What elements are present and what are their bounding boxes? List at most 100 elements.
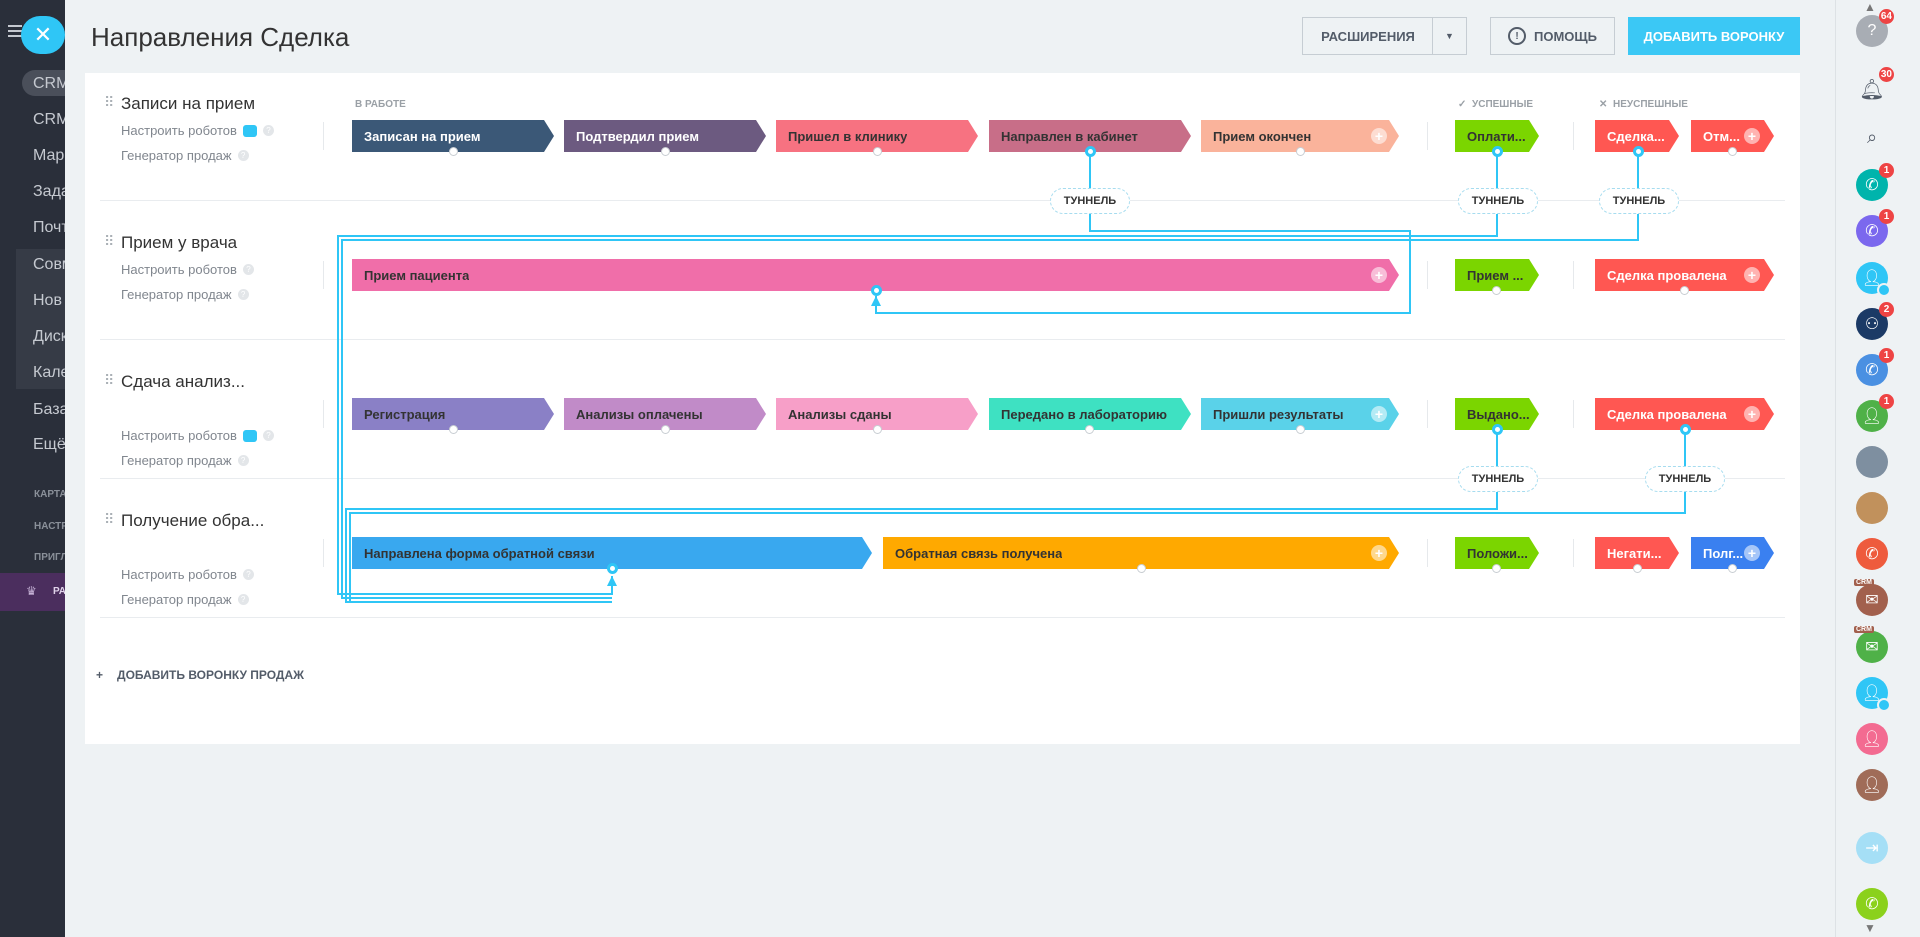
chat-viber-icon[interactable]: ✆1 xyxy=(1856,209,1894,247)
sidebar-item-disk[interactable]: Диск xyxy=(33,328,65,345)
stage-connector-dot[interactable] xyxy=(661,425,670,434)
sidebar-item-crm-2[interactable]: CRM xyxy=(33,111,65,128)
funnel-generator-link[interactable]: Генератор продаж? xyxy=(121,148,249,163)
chat-phone-blue-icon[interactable]: ✆1 xyxy=(1856,348,1894,386)
sidebar-item-sovm[interactable]: Совм xyxy=(33,256,65,273)
help-icon[interactable]: ?64 xyxy=(1856,9,1894,47)
stage[interactable]: Анализы сданы xyxy=(776,398,978,430)
avatar[interactable] xyxy=(1856,446,1888,478)
stage[interactable]: Подтвердил прием xyxy=(564,120,766,152)
add-stage-icon[interactable]: + xyxy=(1744,267,1760,283)
stage-connector-dot[interactable] xyxy=(1492,286,1501,295)
stage-connector-dot[interactable] xyxy=(873,147,882,156)
drag-handle-icon[interactable]: ⠿ xyxy=(104,94,114,110)
funnel-robots-link[interactable]: Настроить роботов? xyxy=(121,428,274,443)
crm-chat-icon[interactable]: ✉CRM xyxy=(1854,579,1888,616)
scroll-down-icon[interactable]: ▼ xyxy=(1864,921,1876,935)
stage-connector-dot[interactable] xyxy=(873,425,882,434)
drag-handle-icon[interactable]: ⠿ xyxy=(104,233,114,249)
stage-connector-dot[interactable] xyxy=(1492,564,1501,573)
funnel-title[interactable]: Прием у врача xyxy=(121,233,238,252)
sidebar-item-more[interactable]: Ещё xyxy=(33,436,65,453)
chat-user-icon[interactable]: 👤︎ xyxy=(1856,677,1891,712)
stage[interactable]: Пришли результаты+ xyxy=(1201,398,1399,430)
chat-phone-red-icon[interactable]: ✆ xyxy=(1856,538,1888,570)
chat-phone-icon[interactable]: ✆1 xyxy=(1856,163,1894,201)
add-stage-icon[interactable]: + xyxy=(1744,545,1760,561)
stage-connector-dot-active[interactable] xyxy=(1085,146,1096,157)
help-question-icon[interactable]: ? xyxy=(237,150,249,161)
funnel-robots-link[interactable]: Настроить роботов? xyxy=(121,567,254,582)
stage-connector-dot[interactable] xyxy=(449,147,458,156)
chat-group-icon[interactable]: ⚇2 xyxy=(1856,302,1894,340)
close-slider-button[interactable]: ✕ xyxy=(21,16,65,54)
help-question-icon[interactable]: ? xyxy=(237,594,249,605)
chat-user-pink-icon[interactable]: 👤︎ xyxy=(1856,723,1888,755)
tunnel-badge[interactable]: ТУННЕЛЬ xyxy=(1458,466,1538,492)
stage-connector-dot[interactable] xyxy=(1633,564,1642,573)
stage[interactable]: Обратная связь получена+ xyxy=(883,537,1399,569)
funnel-generator-link[interactable]: Генератор продаж? xyxy=(121,453,249,468)
sidebar-small-map[interactable]: КАРТА xyxy=(34,489,65,500)
fail-stage[interactable]: Отм...+ xyxy=(1691,120,1774,152)
stage[interactable]: Анализы оплачены xyxy=(564,398,766,430)
tunnel-badge[interactable]: ТУННЕЛЬ xyxy=(1050,188,1130,214)
funnel-title[interactable]: Сдача анализ... xyxy=(121,372,245,391)
add-sales-funnel-link[interactable]: + ДОБАВИТЬ ВОРОНКУ ПРОДАЖ xyxy=(96,668,304,682)
chat-user-brown-icon[interactable]: 👤︎ xyxy=(1856,769,1888,801)
sidebar-item-base[interactable]: База xyxy=(33,401,65,418)
sidebar-item-news[interactable]: Нов xyxy=(33,292,62,309)
success-stage[interactable]: Прием ... xyxy=(1455,259,1539,291)
search-icon[interactable]: ⌕ xyxy=(1866,126,1878,147)
chat-user-icon[interactable]: 👤︎ xyxy=(1856,262,1891,297)
screen-share-icon[interactable]: ⇥ xyxy=(1856,832,1888,864)
stage-connector-dot[interactable] xyxy=(1728,147,1737,156)
help-question-icon[interactable]: ? xyxy=(242,264,254,275)
funnel-title[interactable]: Получение обра... xyxy=(121,511,265,530)
help-button[interactable]: ! ПОМОЩЬ xyxy=(1490,17,1615,55)
fail-stage[interactable]: Негати... xyxy=(1595,537,1679,569)
success-stage[interactable]: Положи... xyxy=(1455,537,1539,569)
tunnel-badge[interactable]: ТУННЕЛЬ xyxy=(1599,188,1679,214)
help-question-icon[interactable]: ? xyxy=(242,569,254,580)
help-question-icon[interactable]: ? xyxy=(237,455,249,466)
add-funnel-button[interactable]: ДОБАВИТЬ ВОРОНКУ xyxy=(1628,17,1800,55)
stage-connector-dot-active[interactable] xyxy=(1633,146,1644,157)
stage-connector-dot[interactable] xyxy=(661,147,670,156)
stage[interactable]: Записан на прием xyxy=(352,120,554,152)
add-stage-icon[interactable]: + xyxy=(1744,406,1760,422)
crm-chat-green-icon[interactable]: ✉CRM xyxy=(1854,626,1888,663)
help-question-icon[interactable]: ? xyxy=(262,430,274,441)
sidebar-item-crm[interactable]: CRM xyxy=(33,75,65,92)
add-stage-icon[interactable]: + xyxy=(1744,128,1760,144)
stage-connector-dot[interactable] xyxy=(1296,425,1305,434)
stage[interactable]: Прием окончен+ xyxy=(1201,120,1399,152)
sidebar-item-calendar[interactable]: Кале xyxy=(33,364,65,381)
funnel-robots-link[interactable]: Настроить роботов? xyxy=(121,123,274,138)
fail-stage[interactable]: Сделка провалена+ xyxy=(1595,259,1774,291)
stage[interactable]: Регистрация xyxy=(352,398,554,430)
stage-connector-dot[interactable] xyxy=(1085,425,1094,434)
stage-connector-dot-active[interactable] xyxy=(871,285,882,296)
add-stage-icon[interactable]: + xyxy=(1371,267,1387,283)
menu-icon[interactable] xyxy=(8,25,22,27)
drag-handle-icon[interactable]: ⠿ xyxy=(104,511,114,527)
funnel-generator-link[interactable]: Генератор продаж? xyxy=(121,592,249,607)
stage-connector-dot[interactable] xyxy=(1728,564,1737,573)
add-stage-icon[interactable]: + xyxy=(1371,128,1387,144)
tunnel-badge[interactable]: ТУННЕЛЬ xyxy=(1458,188,1538,214)
stage-connector-dot[interactable] xyxy=(449,425,458,434)
sidebar-item-mail[interactable]: Почт xyxy=(33,219,65,236)
stage-connector-dot[interactable] xyxy=(1680,286,1689,295)
stage-connector-dot-active[interactable] xyxy=(1680,424,1691,435)
extensions-button[interactable]: РАСШИРЕНИЯ xyxy=(1302,17,1433,55)
funnel-generator-link[interactable]: Генератор продаж? xyxy=(121,287,249,302)
stage[interactable]: Пришел в клинику xyxy=(776,120,978,152)
drag-handle-icon[interactable]: ⠿ xyxy=(104,372,114,388)
add-stage-icon[interactable]: + xyxy=(1371,406,1387,422)
fail-stage[interactable]: Полг...+ xyxy=(1691,537,1774,569)
tunnel-badge[interactable]: ТУННЕЛЬ xyxy=(1645,466,1725,492)
stage-connector-dot-active[interactable] xyxy=(1492,146,1503,157)
stage-connector-dot-active[interactable] xyxy=(1492,424,1503,435)
stage[interactable]: Передано в лабораторию xyxy=(989,398,1191,430)
